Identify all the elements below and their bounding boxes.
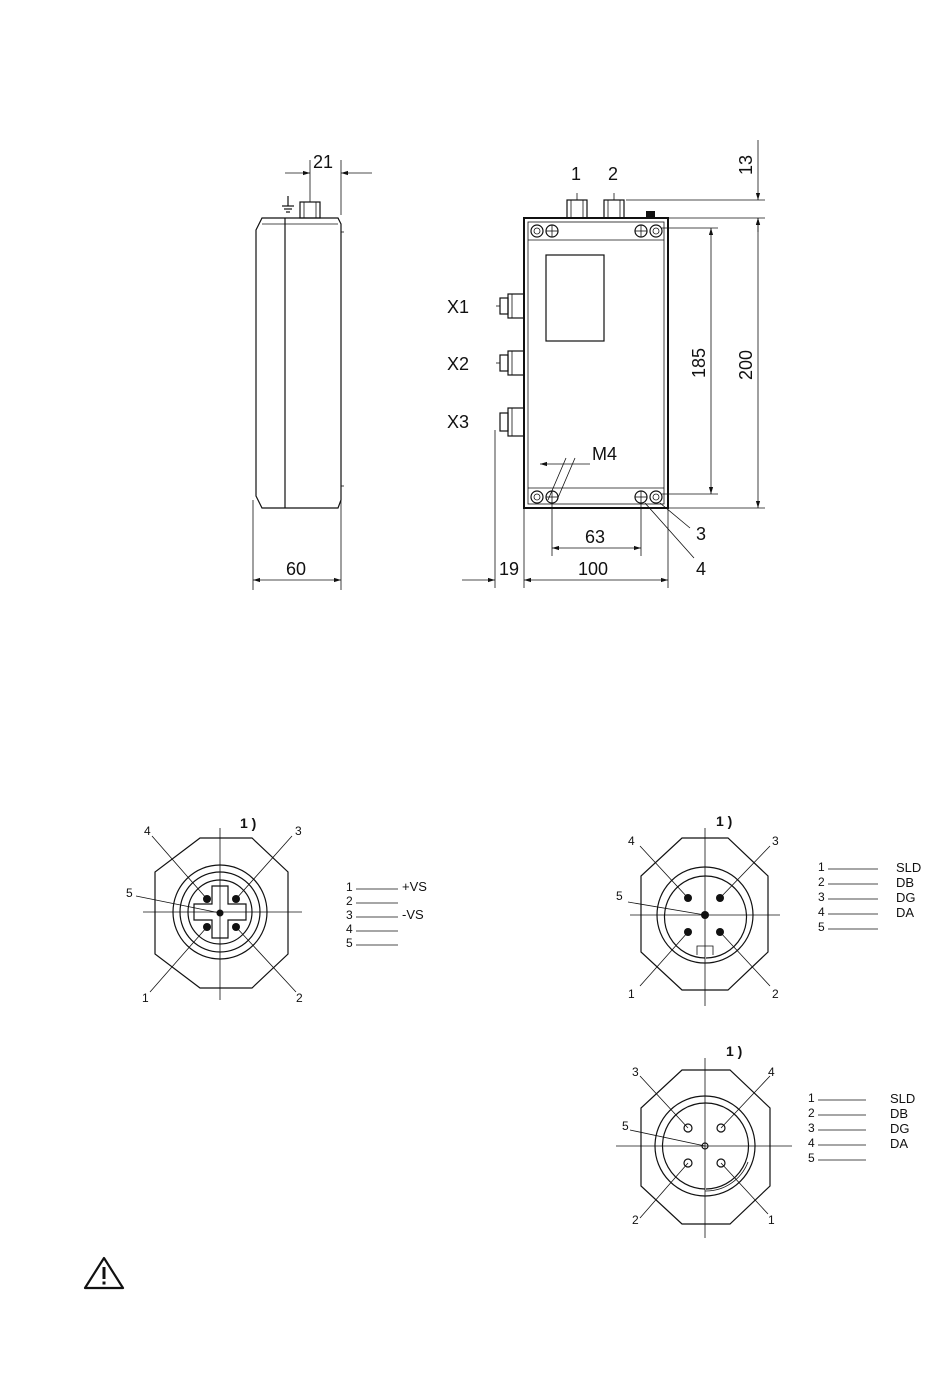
svg-text:DG: DG	[896, 890, 916, 905]
top-port-1-label: 1	[571, 164, 581, 184]
conn-c-pin-5: 5	[622, 1119, 629, 1133]
conn-b-pin-1: 1	[628, 987, 635, 1001]
svg-text:1: 1	[808, 1091, 815, 1105]
callout-4-label: 4	[696, 559, 706, 579]
svg-text:4: 4	[808, 1136, 815, 1150]
svg-text:DG: DG	[890, 1121, 910, 1136]
svg-text:3: 3	[808, 1121, 815, 1135]
svg-text:4: 4	[818, 905, 825, 919]
conn-b-pin-2: 2	[772, 987, 779, 1001]
svg-text:2: 2	[346, 894, 353, 908]
conn-a-pin-3: 3	[295, 824, 302, 838]
port-x2-label: X2	[447, 354, 469, 374]
dim-200-label: 200	[736, 350, 756, 380]
svg-text:-VS: -VS	[402, 907, 424, 922]
conn-c-pin-2: 2	[632, 1213, 639, 1227]
port-x3-label: X3	[447, 412, 469, 432]
conn-b-pin-5: 5	[616, 889, 623, 903]
conn-b-pin-4: 4	[628, 834, 635, 848]
conn-c-note: 1 )	[726, 1043, 742, 1059]
svg-text:3: 3	[818, 890, 825, 904]
svg-text:3: 3	[346, 908, 353, 922]
conn-a-pin-1: 1	[142, 991, 149, 1005]
screw-top-left	[531, 225, 558, 237]
callout-3-label: 3	[696, 524, 706, 544]
side-connector-x1	[496, 294, 524, 318]
screw-bottom-left	[531, 491, 558, 503]
dim-m4-label: M4	[592, 444, 617, 464]
conn-a-pin-2: 2	[296, 991, 303, 1005]
conn-b-note: 1 )	[716, 813, 732, 829]
svg-text:SLD: SLD	[890, 1091, 915, 1106]
connector-b-pinout: 4 3 5 1 2 1 ) 1 2 3 4 5 SLD DB DG DA	[616, 813, 921, 1006]
svg-text:5: 5	[818, 920, 825, 934]
conn-c-legend: 1 2 3 4 5 SLD DB DG DA	[808, 1091, 915, 1165]
dim-21-label: 21	[313, 152, 333, 172]
connector-a-pinout: 4 3 5 1 2 1 ) 1 2 3 4 5 +VS -VS	[126, 815, 427, 1005]
port-x1-label: X1	[447, 297, 469, 317]
screw-bottom-right	[635, 491, 662, 503]
conn-a-legend: 1 2 3 4 5 +VS -VS	[346, 879, 427, 950]
svg-text:5: 5	[346, 936, 353, 950]
ground-icon	[282, 196, 294, 212]
svg-text:+VS: +VS	[402, 879, 427, 894]
svg-text:2: 2	[818, 875, 825, 889]
conn-c-pin-4: 4	[768, 1065, 775, 1079]
svg-text:2: 2	[808, 1106, 815, 1120]
dim-13-label: 13	[736, 155, 756, 175]
svg-text:DB: DB	[890, 1106, 908, 1121]
svg-text:4: 4	[346, 922, 353, 936]
svg-text:DB: DB	[896, 875, 914, 890]
dim-63-label: 63	[585, 527, 605, 547]
side-connector-x3	[500, 408, 524, 436]
svg-text:5: 5	[808, 1151, 815, 1165]
svg-text:DA: DA	[890, 1136, 908, 1151]
dim-19-label: 19	[499, 559, 519, 579]
conn-a-pin-4: 4	[144, 824, 151, 838]
svg-text:DA: DA	[896, 905, 914, 920]
conn-a-note: 1 )	[240, 815, 256, 831]
dim-60-label: 60	[286, 559, 306, 579]
side-view: 21 60	[253, 152, 372, 590]
conn-b-legend: 1 2 3 4 5 SLD DB DG DA	[818, 860, 921, 934]
svg-text:SLD: SLD	[896, 860, 921, 875]
top-port-2-label: 2	[608, 164, 618, 184]
conn-a-pin-5: 5	[126, 886, 133, 900]
conn-c-pin-3: 3	[632, 1065, 639, 1079]
warning-triangle-icon	[85, 1258, 123, 1288]
svg-text:1: 1	[818, 860, 825, 874]
top-connector-1	[567, 193, 587, 218]
top-connector-2	[604, 193, 624, 218]
side-connector-x2	[496, 351, 524, 375]
connector-c-pinout: 3 4 5 2 1 1 ) 1 2 3 4 5 SLD DB DG DA	[616, 1043, 915, 1238]
dim-185-label: 185	[689, 348, 709, 378]
dim-100-label: 100	[578, 559, 608, 579]
conn-b-pin-3: 3	[772, 834, 779, 848]
svg-text:1: 1	[346, 880, 353, 894]
screw-top-right	[635, 225, 662, 237]
front-view: 1 2 X1 X2 X3 13 185	[447, 140, 765, 588]
conn-c-pin-1: 1	[768, 1213, 775, 1227]
